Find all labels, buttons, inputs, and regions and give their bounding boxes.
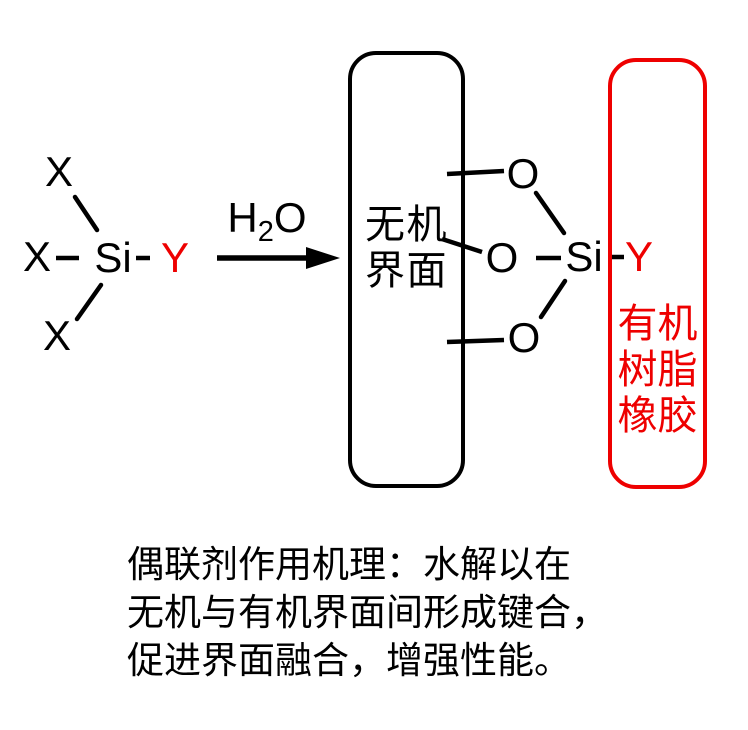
bond-xbottom-si <box>74 282 104 322</box>
organic-resin-box <box>608 58 707 489</box>
organic-label-line2: 树脂 <box>617 348 698 392</box>
atom-o-mid: O <box>485 234 519 281</box>
atom-x-top: X <box>44 148 74 195</box>
h2o-h: H <box>227 193 258 241</box>
caption-line-2: 无机与有机界面间形成键合， <box>127 592 608 633</box>
atom-si-right: Si <box>565 233 603 280</box>
h2o-subscript-2: 2 <box>257 216 274 249</box>
caption-line-1: 偶联剂作用机理：水解以在 <box>127 544 571 585</box>
inorganic-interface-label: 无机 界面 <box>348 202 465 294</box>
atom-y-right: Y <box>624 233 654 280</box>
organic-resin-label: 有机 树脂 橡胶 <box>608 301 707 439</box>
bond-si-obottom <box>538 278 568 320</box>
organic-label-line3: 橡胶 <box>617 394 698 438</box>
bond-otop-si <box>533 190 567 236</box>
bond-box-obottom <box>446 337 505 345</box>
inorganic-interface-box <box>348 51 465 488</box>
reaction-arrow-head <box>306 247 340 269</box>
inorganic-label-line1: 无机 <box>365 203 448 247</box>
caption: 偶联剂作用机理：水解以在 无机与有机界面间形成键合， 促进界面融合，增强性能。 <box>127 541 608 685</box>
atom-o-bottom: O <box>507 314 541 361</box>
bond-box-otop <box>446 168 505 177</box>
atom-x-bottom: X <box>42 312 72 359</box>
atom-x-left: X <box>22 233 52 280</box>
caption-line-3: 促进界面融合，增强性能。 <box>127 640 571 681</box>
organic-label-line1: 有机 <box>617 302 698 346</box>
atom-o-top: O <box>506 150 540 197</box>
atom-y-left: Y <box>160 234 190 281</box>
atom-si-left: Si <box>94 234 132 281</box>
inorganic-label-line2: 界面 <box>365 249 448 293</box>
h2o-o: O <box>273 193 307 241</box>
bond-xtop-si <box>72 194 100 233</box>
reagent-h2o: H2O <box>227 193 307 249</box>
